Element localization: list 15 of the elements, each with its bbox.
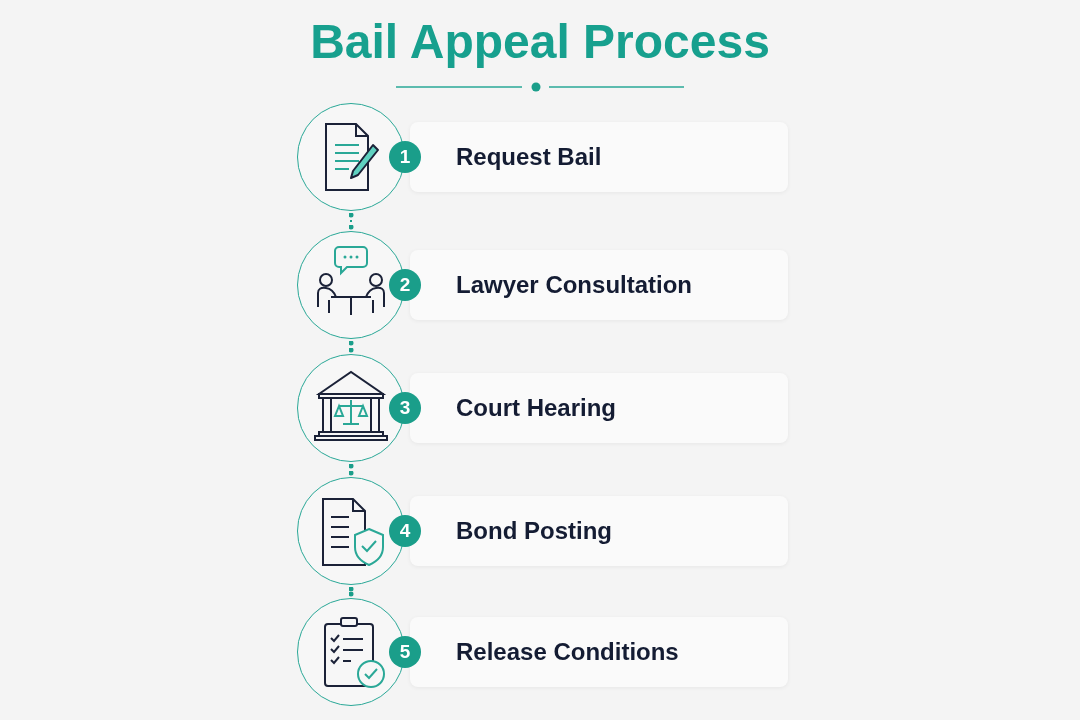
step-label: Lawyer Consultation: [456, 271, 693, 299]
title: Bail Appeal Process: [309, 14, 771, 69]
dotted-connector: [348, 586, 354, 597]
step-card: [410, 496, 788, 566]
dotted-connector: [348, 463, 354, 476]
step-label: Request Bail: [456, 143, 602, 171]
dotted-connector: [348, 340, 354, 353]
step-label: Release Conditions: [456, 638, 679, 666]
step-card: [410, 250, 788, 320]
step-card: [410, 122, 788, 192]
step-label: Court Hearing: [456, 394, 616, 422]
step-card: [410, 373, 788, 443]
dotted-connector: [348, 212, 354, 230]
step-card: [410, 617, 788, 687]
step-label: Bond Posting: [456, 517, 612, 545]
